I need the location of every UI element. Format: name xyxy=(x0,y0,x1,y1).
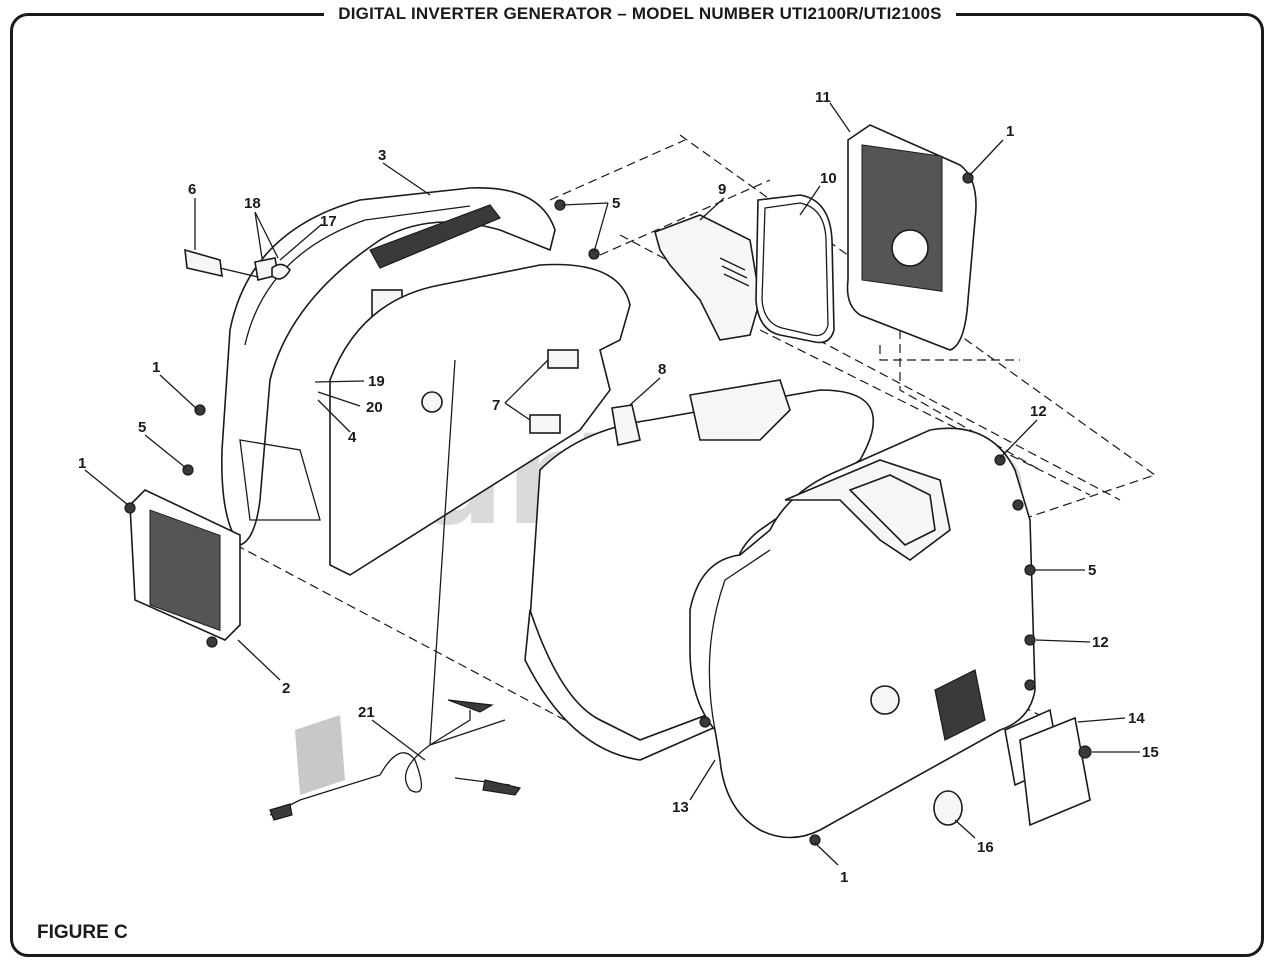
callout-13: 13 xyxy=(672,799,689,816)
part-11-grille-panel xyxy=(846,124,977,351)
callout-6: 6 xyxy=(188,181,196,198)
callout-2: 2 xyxy=(282,680,290,697)
callout-18: 18 xyxy=(244,195,261,212)
fittings-6-17-18 xyxy=(184,248,291,281)
callout-1: 1 xyxy=(78,455,86,472)
callout-7: 7 xyxy=(492,397,500,414)
callout-16: 16 xyxy=(977,839,994,856)
callout-11: 11 xyxy=(815,89,831,106)
callout-21: 21 xyxy=(358,704,375,721)
diagram-title: DIGITAL INVERTER GENERATOR – MODEL NUMBE… xyxy=(324,4,956,24)
part-9-cover xyxy=(654,214,761,341)
callout-17: 17 xyxy=(320,213,337,230)
callout-1: 1 xyxy=(840,869,848,886)
callout-5: 5 xyxy=(138,419,146,436)
part-21-cable xyxy=(269,359,522,821)
callout-labels: 1 11 10 9 5 3 6 18 17 19 20 4 7 8 1 5 1 … xyxy=(78,89,1159,886)
callout-20: 20 xyxy=(366,399,383,416)
figure-label: FIGURE C xyxy=(37,922,128,943)
part-10-gasket xyxy=(755,194,835,344)
fasteners xyxy=(124,172,1092,846)
leader-lines xyxy=(84,102,1140,866)
callout-1: 1 xyxy=(152,359,160,376)
title-bar: DIGITAL INVERTER GENERATOR – MODEL NUMBE… xyxy=(0,4,1280,24)
callout-12: 12 xyxy=(1092,634,1109,651)
part-2-grille xyxy=(129,489,241,641)
callout-10: 10 xyxy=(820,170,837,187)
callout-12: 12 xyxy=(1030,403,1047,420)
right-side-cover xyxy=(689,427,1036,839)
callout-1: 1 xyxy=(1006,123,1014,140)
callout-4: 4 xyxy=(348,429,357,446)
center-frame xyxy=(329,263,875,761)
callout-3: 3 xyxy=(378,147,386,164)
callout-8: 8 xyxy=(658,361,666,378)
callout-9: 9 xyxy=(718,181,726,198)
callout-5: 5 xyxy=(612,195,620,212)
callout-19: 19 xyxy=(368,373,385,390)
callout-15: 15 xyxy=(1142,744,1159,761)
callout-14: 14 xyxy=(1128,710,1145,727)
part-16-cap xyxy=(933,790,963,826)
callout-5: 5 xyxy=(1088,562,1096,579)
part-14-panel xyxy=(1004,708,1091,827)
